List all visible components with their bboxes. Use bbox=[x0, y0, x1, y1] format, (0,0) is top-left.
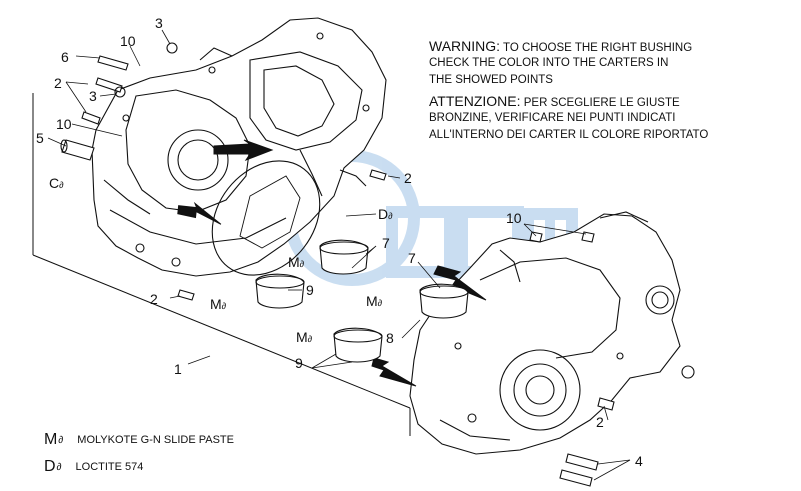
frame-lines bbox=[32, 93, 411, 436]
callout-9: 9 bbox=[306, 282, 314, 298]
callout-9: 9 bbox=[295, 355, 303, 371]
callout-2: 2 bbox=[596, 414, 604, 430]
bushings bbox=[255, 239, 469, 363]
warning-line-6: ALL'INTERNO DEI CARTER IL COLORE RIPORTA… bbox=[429, 129, 709, 141]
warning-line-3: THE SHOWED POINTS bbox=[429, 74, 553, 86]
marker-m: M∂ bbox=[288, 254, 305, 270]
marker-d: D∂ bbox=[378, 206, 393, 222]
callout-10: 10 bbox=[56, 116, 72, 132]
marker-m: M∂ bbox=[210, 296, 227, 312]
warning-line-2: CHECK THE COLOR INTO THE CARTERS IN bbox=[429, 57, 669, 69]
callout-7: 7 bbox=[382, 235, 390, 251]
callout-3: 3 bbox=[89, 88, 97, 104]
callout-7: 7 bbox=[408, 250, 416, 266]
marker-m: M∂ bbox=[296, 329, 313, 345]
callout-2: 2 bbox=[54, 75, 62, 91]
callout-2: 2 bbox=[404, 170, 412, 186]
legend-molykote: M∂ MOLYKOTE G-N SLIDE PASTE bbox=[44, 431, 234, 448]
callout-8: 8 bbox=[386, 330, 394, 346]
warning-line-5: BRONZINE, VERIFICARE NEI PUNTI INDICATI bbox=[429, 112, 676, 124]
legend-molykote-text: MOLYKOTE G-N SLIDE PASTE bbox=[77, 434, 234, 446]
callout-6: 6 bbox=[61, 49, 69, 65]
right-crankcase bbox=[409, 211, 695, 455]
warning-line-4: ATTENZIONE: PER SCEGLIERE LE GIUSTE bbox=[429, 93, 680, 109]
callout-2: 2 bbox=[150, 291, 158, 307]
callout-1: 1 bbox=[174, 361, 182, 377]
legend-loctite-text: LOCTITE 574 bbox=[75, 461, 144, 473]
indicator-arrows bbox=[177, 139, 487, 387]
callout-3: 3 bbox=[155, 15, 163, 31]
callout-10: 10 bbox=[120, 33, 136, 49]
leader-lines bbox=[47, 29, 631, 481]
marker-c: C∂ bbox=[49, 175, 64, 191]
dowel-pins bbox=[60, 42, 615, 487]
gasket-outline bbox=[211, 160, 321, 276]
callout-10: 10 bbox=[506, 210, 522, 226]
callout-5: 5 bbox=[36, 130, 44, 146]
legend-loctite: D∂ LOCTITE 574 bbox=[44, 458, 144, 475]
callout-4: 4 bbox=[635, 453, 643, 469]
warning-line-1: WARNING: TO CHOOSE THE RIGHT BUSHING bbox=[429, 38, 693, 54]
marker-m: M∂ bbox=[366, 293, 383, 309]
